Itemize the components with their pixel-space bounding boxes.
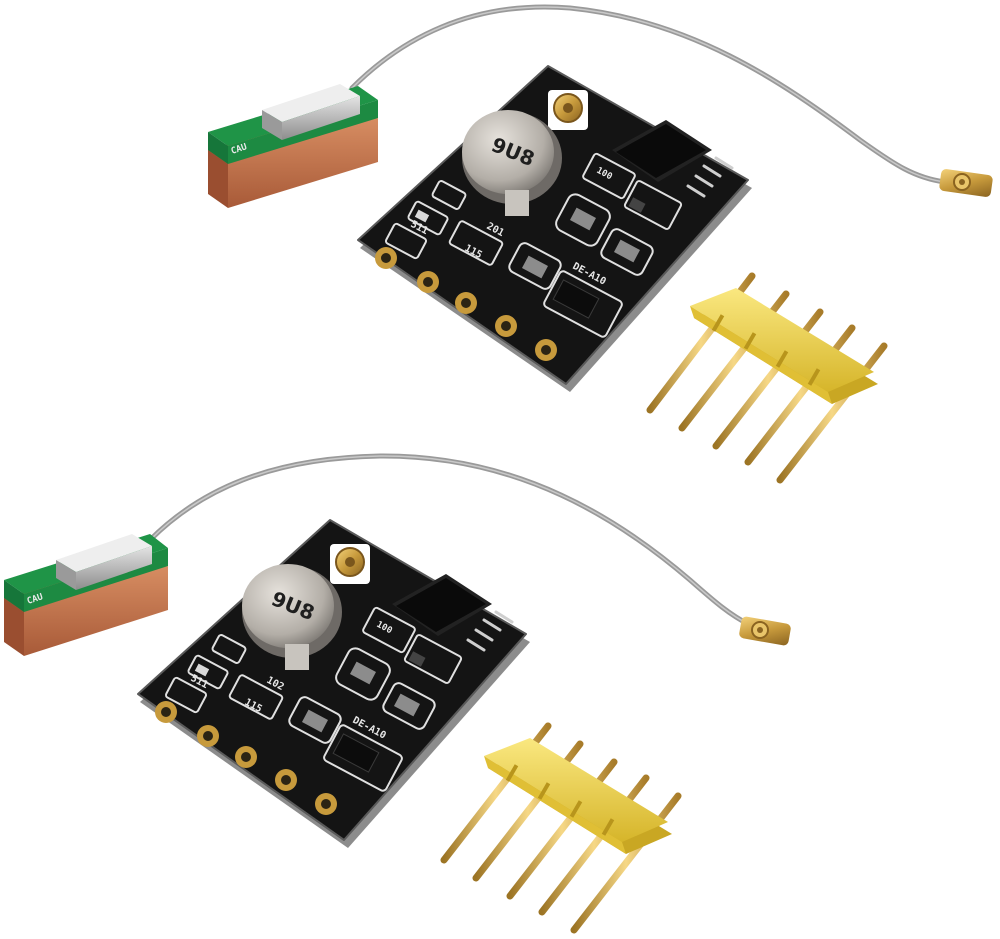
pcb-board: 9U8 DE-A10 [137, 519, 530, 848]
ceramic-antenna: CAU [4, 534, 168, 656]
antenna-label: CAU [26, 592, 45, 607]
pcb-board: 9U8 DE-A10 [357, 65, 752, 392]
backup-battery: 9U8 [462, 110, 562, 216]
ceramic-antenna: CAU [208, 84, 378, 208]
main-ic [612, 120, 734, 198]
pin-header [440, 722, 682, 934]
gps-module-1: CAU [208, 4, 993, 484]
ufl-connector [739, 616, 791, 646]
main-ic [392, 574, 514, 652]
gps-module-2: CAU [4, 453, 791, 934]
smd-components [414, 197, 646, 279]
antenna-label: CAU [230, 142, 249, 157]
smd-components [194, 651, 426, 733]
pin-pads [155, 701, 337, 815]
backup-battery: 9U8 [242, 564, 342, 670]
pin-pads [375, 247, 557, 361]
ufl-socket [548, 90, 588, 130]
pin-header [646, 272, 888, 484]
ufl-socket [330, 544, 370, 584]
ufl-connector [939, 169, 993, 197]
